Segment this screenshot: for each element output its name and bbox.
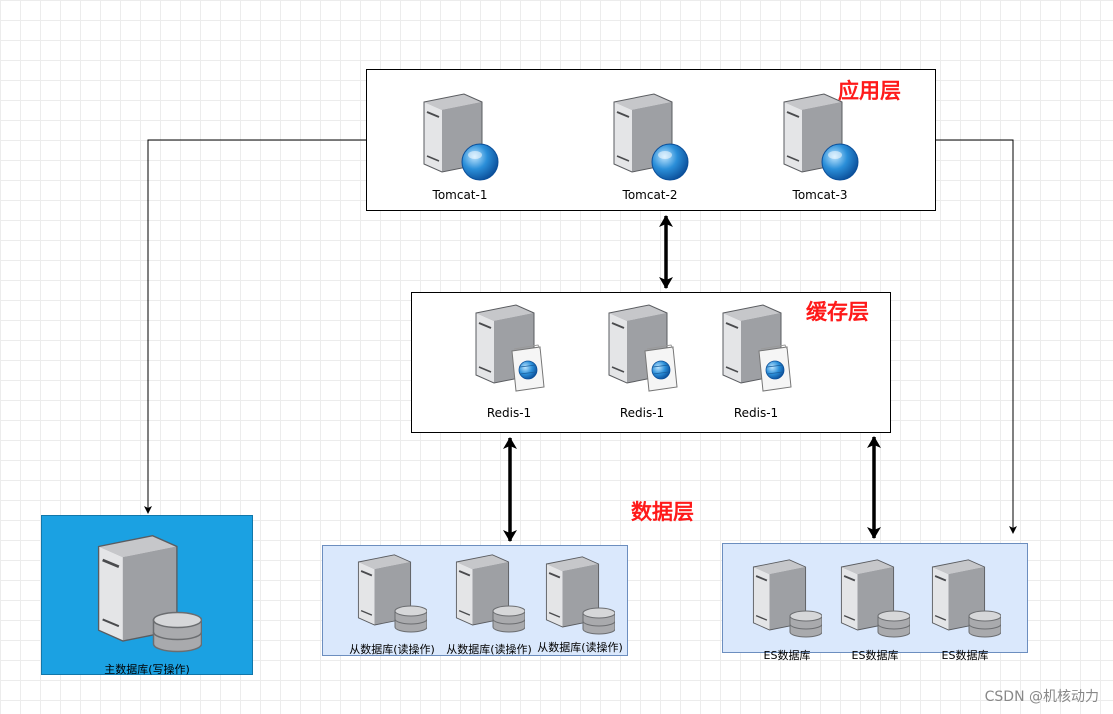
database-server-icon (836, 558, 910, 638)
database-server-icon (353, 553, 427, 633)
web-server-globe-icon (778, 90, 862, 184)
database-server-icon (927, 558, 1001, 638)
cache-server-document-icon (470, 303, 550, 395)
redis-node-label: Redis-1 (486, 406, 532, 420)
database-server-icon (541, 555, 615, 635)
app-to-master-connector (144, 139, 366, 514)
app-layer-title: 应用层 (838, 79, 901, 103)
app-to-es-connector (936, 139, 1017, 534)
redis-node-label: Redis-1 (733, 406, 779, 420)
cache-server-document-icon (717, 303, 797, 395)
tomcat-2-label: Tomcat-2 (622, 188, 678, 202)
web-server-globe-icon (418, 90, 502, 184)
cache-server-document-icon (603, 303, 683, 395)
redis-node-label: Redis-1 (619, 406, 665, 420)
slave-db-label: 从数据库(读操作) (537, 641, 623, 654)
slave-db-label: 从数据库(读操作) (446, 643, 532, 656)
database-server-icon (748, 558, 822, 638)
es-db-label: ES数据库 (851, 649, 899, 662)
slave-db-label: 从数据库(读操作) (349, 643, 435, 656)
watermark: CSDN @机核动力 (984, 689, 1099, 705)
es-db-label: ES数据库 (763, 649, 811, 662)
tomcat-1-label: Tomcat-1 (432, 188, 488, 202)
web-server-globe-icon (608, 90, 692, 184)
master-db-label: 主数据库(写操作) (104, 663, 190, 676)
data-layer-title: 数据层 (631, 500, 694, 524)
database-server-icon (90, 533, 202, 653)
tomcat-3-label: Tomcat-3 (792, 188, 848, 202)
cache-layer-title: 缓存层 (806, 300, 869, 324)
database-server-icon (451, 553, 525, 633)
es-db-label: ES数据库 (941, 649, 989, 662)
